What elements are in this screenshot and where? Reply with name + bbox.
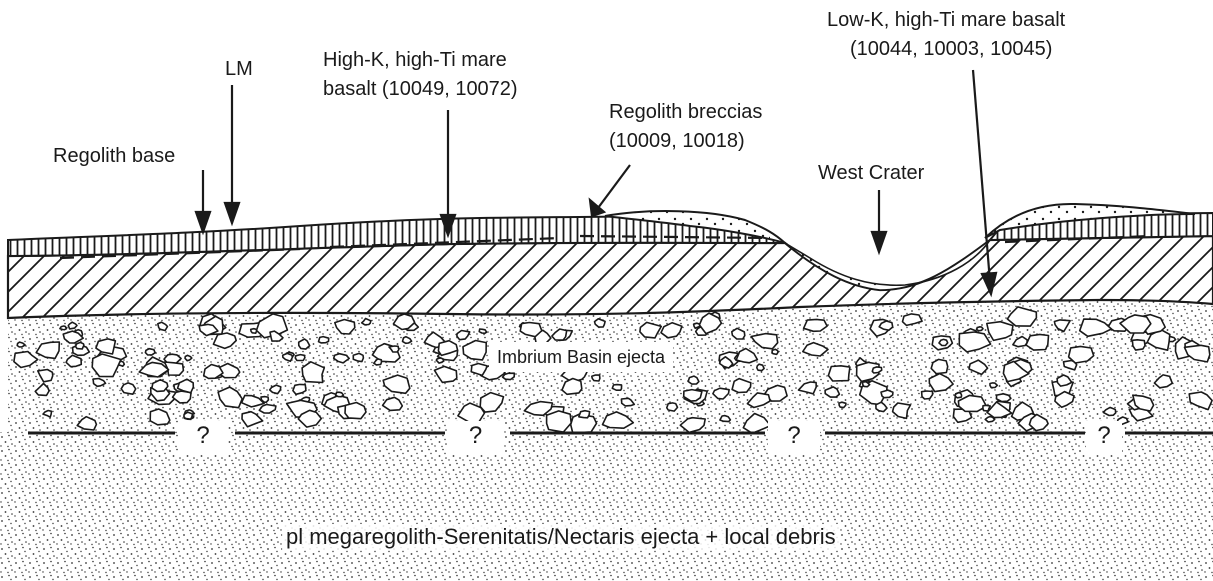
clast [261,397,268,403]
clast [595,319,606,327]
clast [503,373,515,379]
clast [922,391,933,399]
clast [60,326,67,330]
arrow-lm [225,85,239,223]
question-mark-1: ? [178,421,228,455]
clast [145,349,155,355]
clast [295,355,305,361]
clast [612,385,621,391]
question-mark-3: ? [768,421,820,455]
label-lm: LM [225,56,253,82]
clast [977,327,984,331]
question-mark-4: ? [1086,421,1122,455]
clast [76,342,84,349]
clast [983,405,990,411]
label-high-k-line2: basalt (10049, 10072) [323,76,518,102]
clast [955,392,962,397]
arrow-regolith-base [196,170,210,232]
clast [184,412,193,419]
clast [345,403,366,419]
clast [931,359,948,373]
clast [68,322,77,329]
clast [121,383,136,394]
arrow-west-crater [872,190,886,252]
clast [828,366,850,381]
label-regolith-base: Regolith base [53,143,175,169]
arrow-high-k [441,110,455,235]
clast [772,349,778,354]
clast [1026,334,1049,350]
clast [990,383,997,388]
label-megaregolith: pl megaregolith-Serenitatis/Nectaris eje… [282,524,840,550]
clast [353,353,363,361]
arrow-breccias [590,165,630,216]
clast [985,417,995,422]
label-low-k-line1: Low-K, high-Ti mare basalt [827,7,1065,33]
clast [881,390,893,398]
label-breccias-line1: Regolith breccias [609,99,762,125]
clast [839,402,846,407]
clast [804,319,828,331]
clast [757,364,764,370]
label-high-k-line1: High-K, high-Ti mare [323,47,507,73]
clast [319,337,329,343]
clast [720,416,731,422]
clast [688,376,699,384]
clast [996,394,1011,402]
clast [479,329,486,333]
label-low-k-line2: (10044, 10003, 10045) [850,36,1052,62]
clast [579,411,590,418]
clast [336,392,344,397]
clast [592,375,600,381]
label-breccias-line2: (10009, 10018) [609,128,745,154]
clast [939,339,948,345]
clast [667,403,678,411]
question-mark-2: ? [448,421,503,455]
clast [185,355,192,360]
label-west-crater: West Crater [818,160,924,186]
clast [1132,340,1145,350]
label-imbrium-ejecta: Imbrium Basin ejecta [489,342,673,372]
